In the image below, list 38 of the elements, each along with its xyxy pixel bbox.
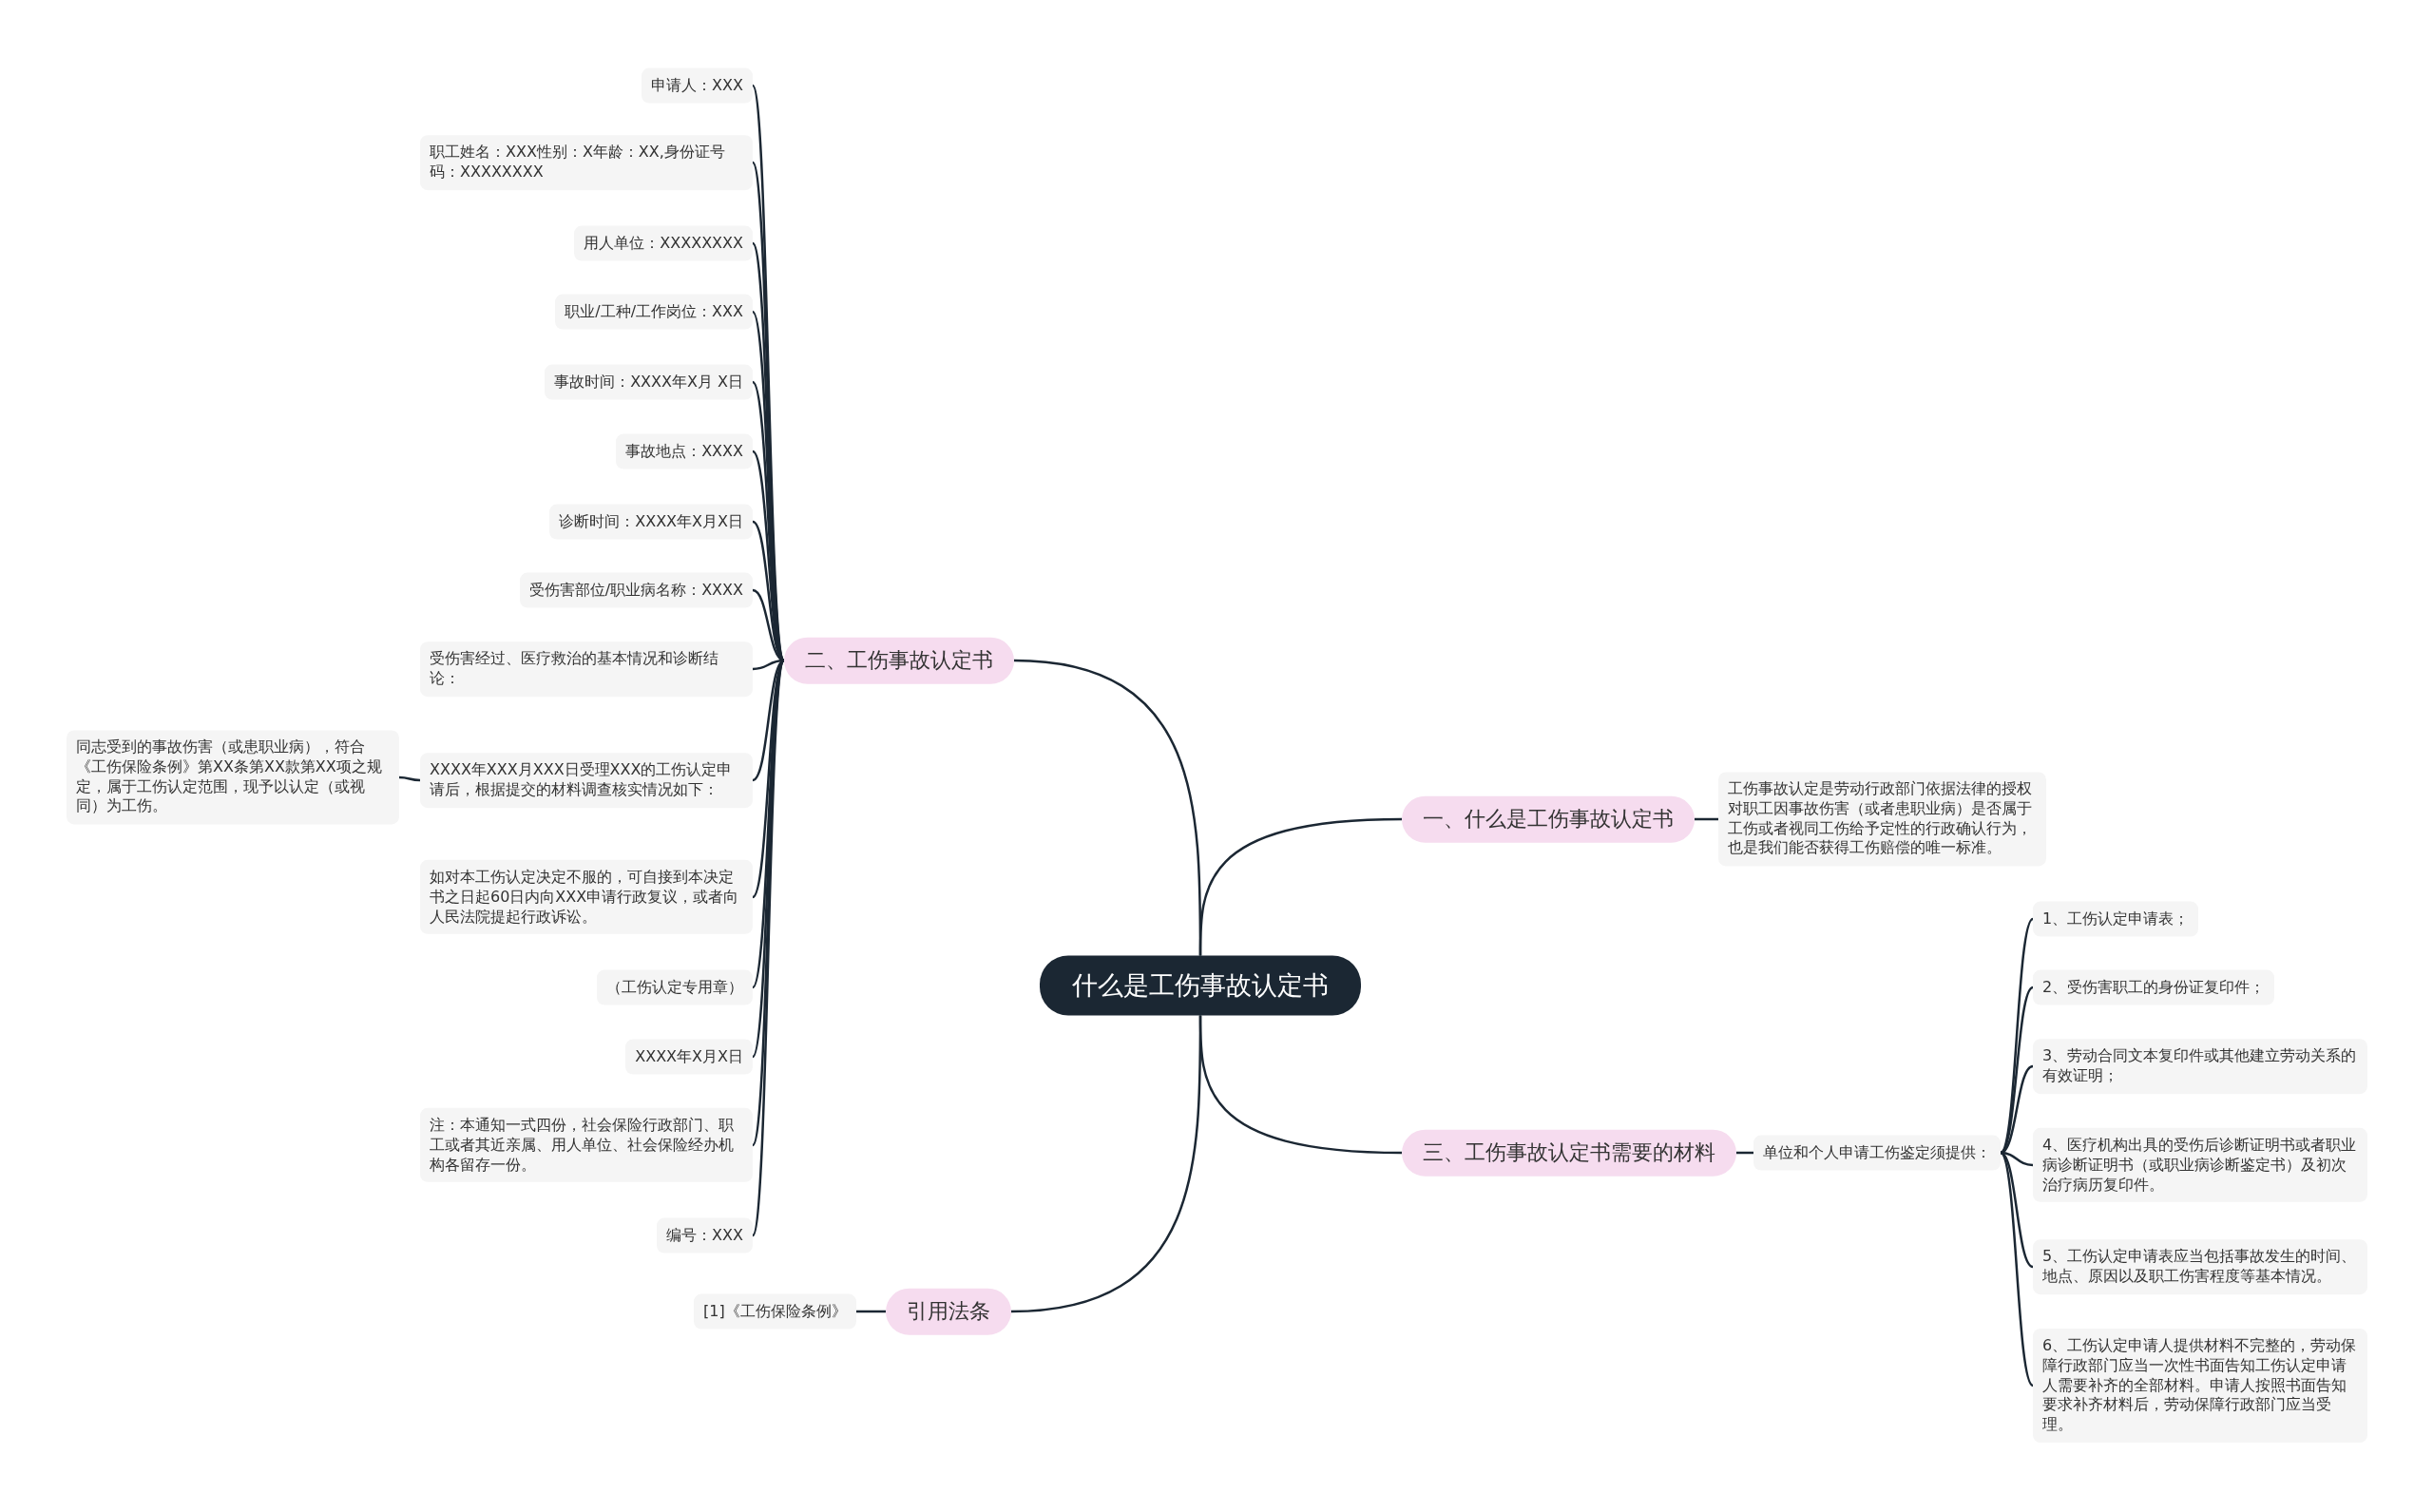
central-topic: 什么是工伤事故认定书 [1040,955,1361,1016]
leaf-topic: （工伤认定专用章） [597,969,753,1005]
leaf-topic: 受伤害部位/职业病名称：XXXX [519,572,753,608]
leaf-topic: 编号：XXX [657,1217,753,1254]
leaf-topic: 3、劳动合同文本复印件或其他建立劳动关系的有效证明； [2033,1039,2367,1094]
leaf-topic: 诊断时间：XXXX年X月X日 [549,504,753,540]
connector-line [2000,918,2034,1154]
leaf-topic: 5、工伤认定申请表应当包括事故发生的时间、地点、原因以及职工伤害程度等基本情况。 [2033,1239,2367,1294]
connector-line [2000,1152,2034,1387]
branch-topic: 二、工伤事故认定书 [784,637,1014,684]
leaf-topic: 受伤害经过、医疗救治的基本情况和诊断结论： [420,641,753,697]
leaf-topic: 如对本工伤认定决定不服的，可自接到本决定书之日起60日内向XXX申请行政复议，或者向人民法院提起行政诉讼。 [420,859,753,935]
leaf-topic: 6、工伤认定申请人提供材料不完整的，劳动保障行政部门应当一次性书面告知工伤认定申请人需要补齐的全部材料。申请人按照书面告知要求补齐材料后，劳动保障行政部门应当受理。 [2033,1329,2367,1443]
leaf-topic: XXXX年XXX月XXX日受理XXX的工伤认定申请后，根据提交的材料调查核实情况如下： [420,753,753,808]
leaf-topic: 事故地点：XXXX [616,433,753,469]
branch-topic: 一、什么是工伤事故认定书 [1402,795,1695,843]
leaf-topic: 4、医疗机构出具的受伤后诊断证明书或者职业病诊断证明书（或职业病诊断鉴定书）及初次治疗病历复印件。 [2033,1127,2367,1203]
leaf-topic: 注：本通知一式四份，社会保险行政部门、职工或者其近亲属、用人单位、社会保险经办机构各留存一份。 [420,1107,753,1183]
leaf-topic: 事故时间：XXXX年X月 X日 [545,364,753,400]
leaf-topic: XXXX年X月X日 [625,1039,753,1075]
leaf-topic: 职工姓名：XXX性别：X年龄：XX,身份证号码：XXXXXXXX [420,135,753,190]
leaf-topic: 同志受到的事故伤害（或患职业病），符合《工伤保险条例》第XX条第XX款第XX项之规定，属于工伤认定范围，现予以认定（或视同）为工伤。 [67,730,399,825]
connector-line [2000,986,2034,1154]
leaf-topic: 2、受伤害职工的身份证复印件； [2033,969,2275,1005]
leaf-topic: 用人单位：XXXXXXXX [574,225,753,261]
connector-line [855,1310,886,1313]
branch-topic: 引用法条 [886,1288,1011,1335]
connector-line [398,775,421,782]
leaf-topic: 申请人：XXX [642,67,753,104]
connector-line [1695,817,1718,821]
connector-line [1010,1015,1202,1313]
leaf-topic: 职业/工种/工作岗位：XXX [555,294,753,330]
leaf-topic: [1]《工伤保险条例》 [694,1293,856,1330]
leaf-topic: 1、工伤认定申请表； [2033,901,2199,937]
connector-line [1198,817,1403,956]
branch-topic: 三、工伤事故认定书需要的材料 [1402,1129,1736,1177]
leaf-topic: 工伤事故认定是劳动行政部门依据法律的授权对职工因事故伤害（或者患职业病）是否属于工伤或者视同工伤给予定性的行政确认行为，也是我们能否获得工伤赔偿的唯一标准。 [1718,772,2046,867]
leaf-topic: 单位和个人申请工伤鉴定须提供： [1753,1135,2001,1171]
